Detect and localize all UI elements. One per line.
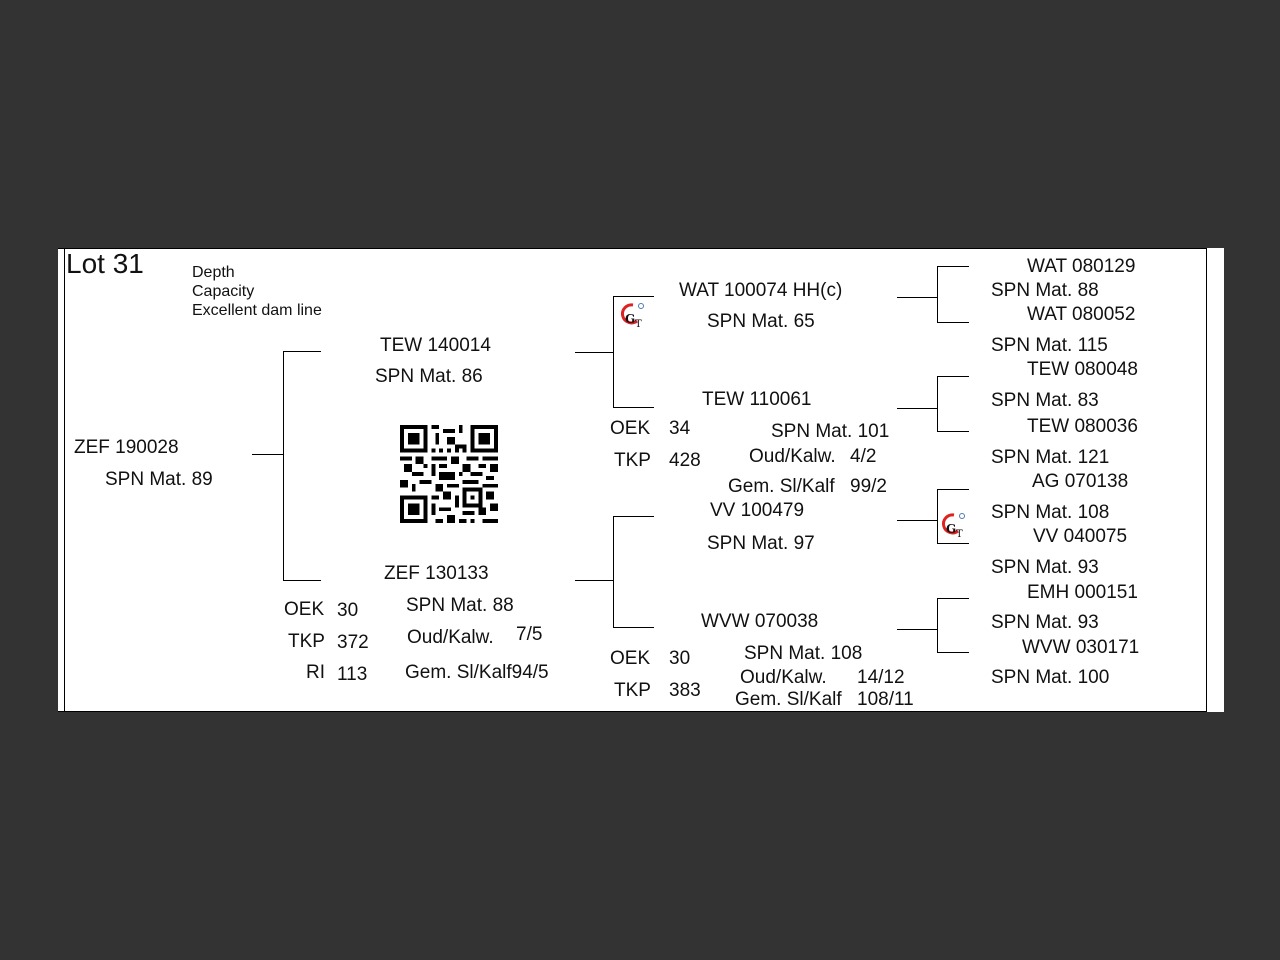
gen3-mat: SPN Mat. 88 [991,280,1099,301]
dam-tkp-value: 372 [337,632,369,653]
qr-code [400,425,498,523]
trait-2: Capacity [192,283,255,300]
trait-3: Excellent dam line [192,302,322,319]
bracket-line [897,408,937,409]
bracket-line [613,296,654,297]
bracket-line [937,652,969,653]
bracket-line [575,352,613,353]
dam-dam-oud-kalw-label: Oud/Kalw. [740,667,827,688]
gen3-id: TEW 080036 [1027,416,1138,437]
dam-ri-label: RI [306,662,325,683]
gen3-id: EMH 000151 [1027,582,1138,603]
gt-logo-icon: G T [942,513,965,540]
dam-oud-kalw-value: 7/5 [516,624,543,645]
bracket-line [937,598,938,653]
bracket-line [283,351,321,352]
bracket-line [937,543,969,544]
bracket-line [613,627,654,628]
dam-dam-gem-value: 108/11 [857,689,914,710]
gen3-id: WVW 030171 [1022,637,1140,658]
dam-oud-kalw-label: Oud/Kalw. [407,627,494,648]
dam-dam-id: WVW 070038 [701,611,819,632]
sire-dam-oud-kalw-label: Oud/Kalw. [749,446,836,467]
bracket-line [283,580,321,581]
sheet-border-top [58,248,1207,249]
dam-dam-tkp-value: 383 [669,680,701,701]
gen3-id: VV 040075 [1033,526,1128,547]
bracket-line [937,266,938,323]
sire-mat: SPN Mat. 86 [375,366,483,387]
svg-text:T: T [956,529,963,540]
gen3-mat: SPN Mat. 121 [991,447,1110,468]
sire-dam-oek-value: 34 [669,418,691,439]
sire-sire-mat: SPN Mat. 65 [707,311,815,332]
bracket-line [937,266,969,267]
sire-sire-id: WAT 100074 HH(c) [679,280,843,301]
gen3-mat: SPN Mat. 100 [991,667,1110,688]
sheet-border-bottom [58,711,1207,712]
sire-dam-mat: SPN Mat. 101 [771,421,890,442]
dam-tkp-label: TKP [288,631,325,652]
subject-mat: SPN Mat. 89 [105,469,213,490]
sheet-border-left [64,248,65,712]
dam-dam-tkp-label: TKP [614,680,651,701]
bracket-line [937,376,938,432]
gen3-id: AG 070138 [1032,471,1129,492]
trait-1: Depth [192,264,235,281]
sire-dam-gem-value: 99/2 [850,476,887,497]
dam-oek-label: OEK [284,599,325,620]
lot-title: Lot 31 [66,248,144,279]
sire-dam-oek-label: OEK [610,418,651,439]
sire-dam-tkp-value: 428 [669,450,701,471]
bracket-line [252,454,283,455]
bracket-line [613,296,614,408]
bracket-line [897,297,937,298]
bracket-line [937,598,969,599]
dam-mat: SPN Mat. 88 [406,595,514,616]
gen3-mat: SPN Mat. 83 [991,390,1099,411]
dam-dam-oek-value: 30 [669,648,691,669]
bracket-line [937,322,969,323]
pedigree-sheet: Lot 31 Depth Capacity Excellent dam line… [58,248,1224,712]
dam-dam-oud-kalw-value: 14/12 [857,667,905,688]
sire-dam-tkp-label: TKP [614,450,651,471]
dam-gem-label: Gem. Sl/Kalf94/5 [405,662,549,683]
sire-dam-oud-kalw-value: 4/2 [850,446,877,467]
dam-oek-value: 30 [337,600,359,621]
sire-id: TEW 140014 [380,335,491,356]
gen3-mat: SPN Mat. 93 [991,612,1099,633]
sire-dam-id: TEW 110061 [702,389,812,410]
bracket-line [937,431,969,432]
bracket-line [613,516,614,628]
dam-dam-oek-label: OEK [610,648,651,669]
svg-text:G: G [946,522,956,536]
sire-dam-gem-label: Gem. Sl/Kalf [728,476,835,497]
bracket-line [283,351,284,581]
gen3-id: WAT 080129 [1027,256,1136,277]
dam-dam-mat: SPN Mat. 108 [744,643,863,664]
bracket-line [937,489,969,490]
bracket-line [897,629,937,630]
dam-sire-id: VV 100479 [710,500,805,521]
dam-id: ZEF 130133 [384,563,489,584]
sheet-border-right [1206,248,1207,712]
svg-text:T: T [635,319,642,330]
gen3-mat: SPN Mat. 93 [991,557,1099,578]
svg-text:G: G [625,312,635,326]
dam-dam-gem-label: Gem. Sl/Kalf [735,689,842,710]
dam-ri-value: 113 [337,664,368,685]
bracket-line [613,407,654,408]
gen3-mat: SPN Mat. 115 [991,335,1108,356]
subject-id: ZEF 190028 [74,437,179,458]
bracket-line [613,516,654,517]
gen3-id: WAT 080052 [1027,304,1136,325]
gt-logo-icon: G T [621,303,644,330]
bracket-line [937,489,938,544]
gen3-mat: SPN Mat. 108 [991,502,1110,523]
bracket-line [937,376,969,377]
bracket-line [897,520,937,521]
dam-sire-mat: SPN Mat. 97 [707,533,815,554]
gen3-id: TEW 080048 [1027,359,1138,380]
bracket-line [575,580,613,581]
